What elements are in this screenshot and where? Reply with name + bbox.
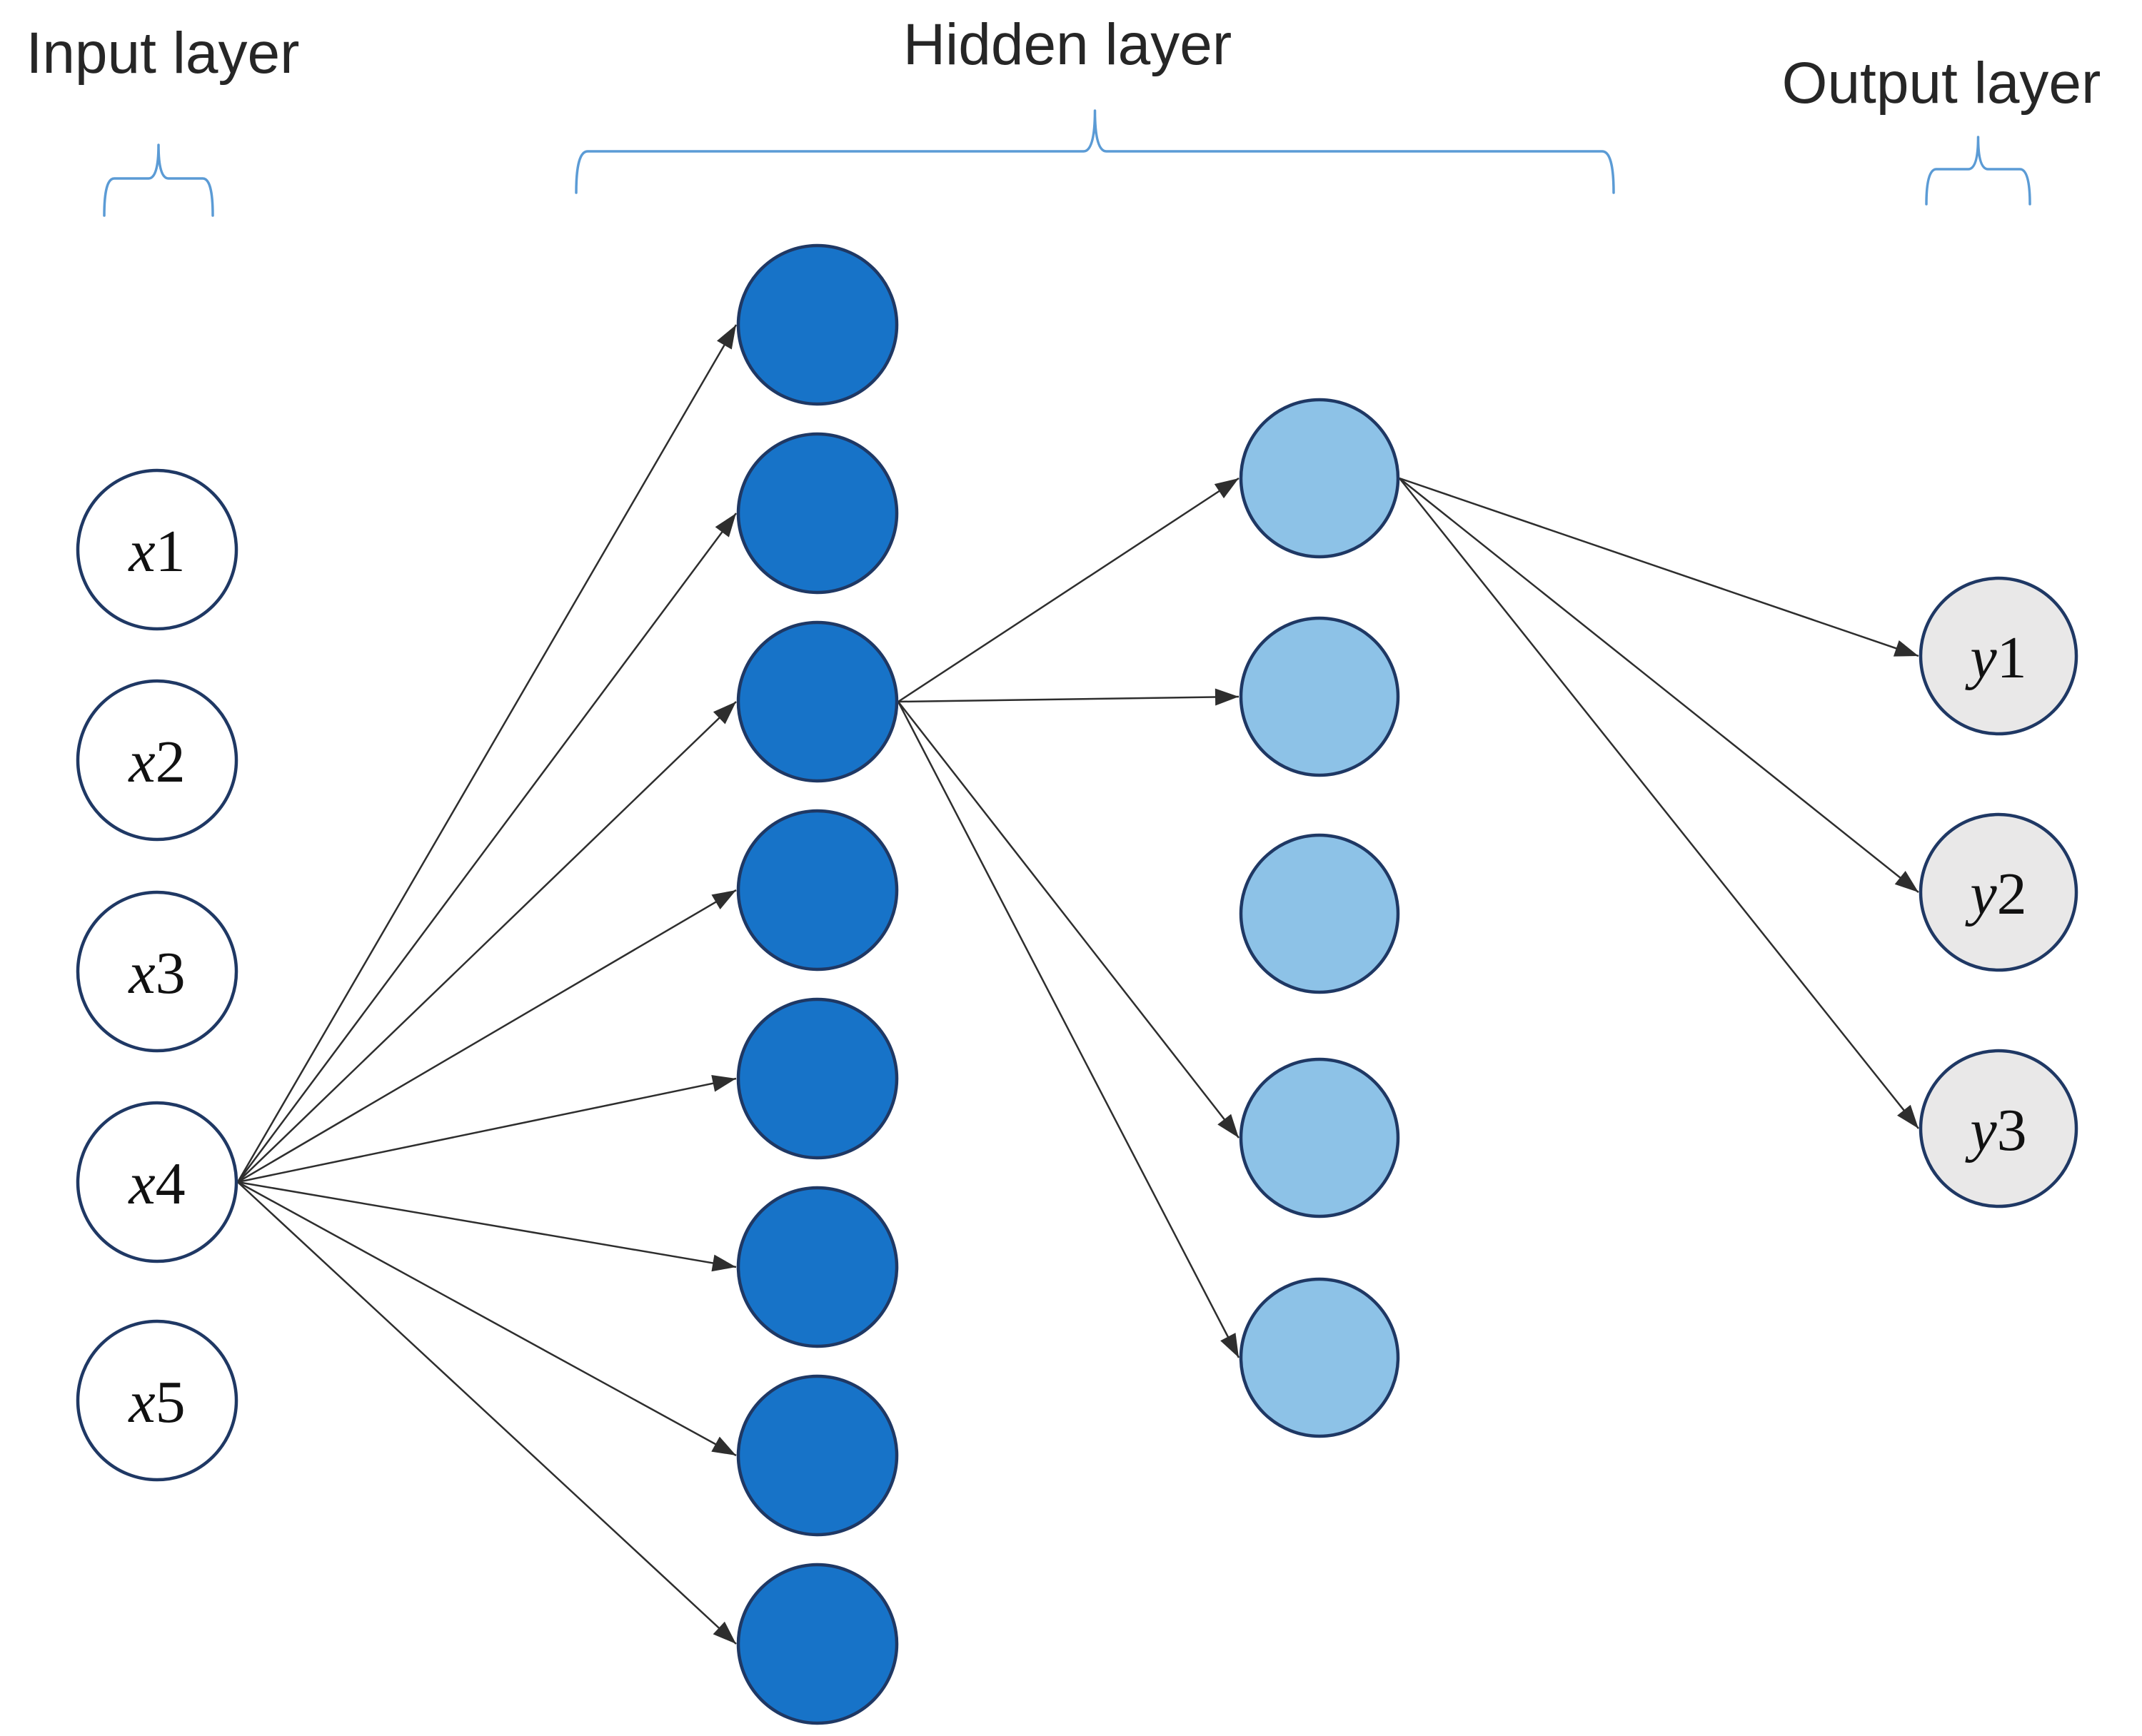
input-node-x3 bbox=[76, 890, 238, 1053]
input-node-x4 bbox=[76, 1101, 238, 1263]
edge-x4-h5 bbox=[237, 1074, 737, 1184]
input-layer-title: Input layer bbox=[26, 21, 300, 86]
hidden2-node-g3 bbox=[1239, 833, 1400, 994]
hidden1-node-h8 bbox=[736, 1563, 899, 1725]
hidden1-node-h5 bbox=[736, 997, 899, 1160]
edge-g1-y2 bbox=[1399, 478, 1919, 893]
node-label-x3: x3 bbox=[127, 940, 185, 1006]
hidden2-node-g2 bbox=[1239, 616, 1400, 777]
output-layer-title: Output layer bbox=[1782, 51, 2101, 116]
edge-x4-h6 bbox=[237, 1181, 737, 1272]
hidden-layer-title: Hidden layer bbox=[903, 12, 1232, 77]
hidden1-node-h2 bbox=[736, 432, 899, 595]
node-label-x5: x5 bbox=[127, 1369, 185, 1435]
node-label-x1: x1 bbox=[127, 518, 185, 585]
edges-layer bbox=[236, 324, 1919, 1645]
input-node-x1 bbox=[76, 468, 238, 631]
titles-layer: Input layer Hidden layer Output layer bbox=[26, 12, 2101, 116]
hidden1-node-h4 bbox=[736, 809, 899, 972]
input-node-x5 bbox=[76, 1319, 238, 1482]
node-label-x4: x4 bbox=[127, 1151, 185, 1217]
output-layer-brace bbox=[1925, 136, 2031, 206]
edge-g1-y3 bbox=[1399, 478, 1919, 1129]
node-label-y1: y1 bbox=[1964, 625, 2026, 691]
edge-x4-h3 bbox=[237, 701, 737, 1183]
edge-h3-g4 bbox=[897, 701, 1240, 1139]
braces-layer bbox=[103, 109, 2031, 217]
nodes-layer: x1 x2 x3 x4 x5 y1 y2 y3 bbox=[76, 243, 2078, 1725]
input-node-x2 bbox=[76, 679, 238, 842]
output-node-y3 bbox=[1919, 1049, 2078, 1208]
hidden-layer-brace bbox=[575, 109, 1615, 194]
edge-h3-g1 bbox=[897, 477, 1240, 703]
hidden1-node-h3 bbox=[736, 620, 899, 783]
edge-x4-h8 bbox=[237, 1181, 737, 1645]
hidden1-node-h1 bbox=[736, 243, 899, 406]
edge-x4-h7 bbox=[237, 1181, 737, 1457]
edge-h3-g2 bbox=[897, 688, 1240, 706]
hidden1-node-h6 bbox=[736, 1186, 899, 1348]
hidden2-node-g5 bbox=[1239, 1277, 1400, 1438]
input-layer-brace bbox=[103, 143, 214, 217]
edge-x4-h1 bbox=[236, 324, 738, 1183]
output-node-y2 bbox=[1919, 812, 2078, 972]
edge-h3-g5 bbox=[897, 701, 1240, 1358]
node-label-y3: y3 bbox=[1964, 1097, 2026, 1164]
hidden2-node-g1 bbox=[1239, 398, 1400, 559]
edge-x4-h2 bbox=[236, 513, 738, 1183]
edge-x4-h4 bbox=[237, 889, 737, 1184]
node-label-y2: y2 bbox=[1964, 861, 2026, 927]
hidden2-node-g4 bbox=[1239, 1057, 1400, 1218]
edge-g1-y1 bbox=[1399, 477, 1919, 657]
node-label-x2: x2 bbox=[127, 729, 185, 795]
output-node-y1 bbox=[1919, 576, 2078, 736]
hidden1-node-h7 bbox=[736, 1374, 899, 1537]
